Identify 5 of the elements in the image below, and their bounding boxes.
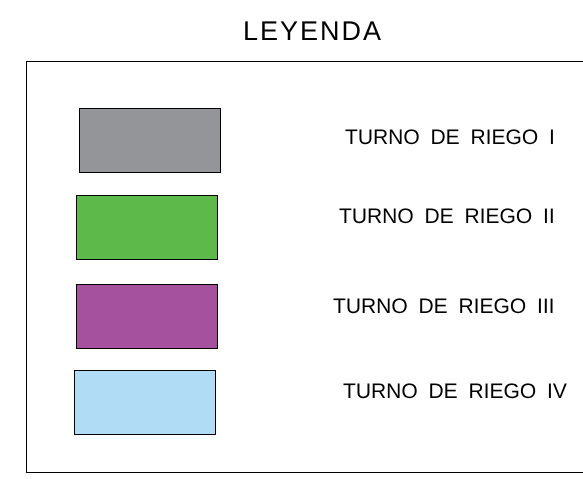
legend-label: TURNO DE RIEGO III (333, 295, 555, 319)
legend-label: TURNO DE RIEGO IV (343, 380, 567, 404)
legend-label: TURNO DE RIEGO II (339, 205, 555, 229)
legend-label: TURNO DE RIEGO I (345, 126, 555, 150)
legend-title: LEYENDA (242, 16, 384, 47)
